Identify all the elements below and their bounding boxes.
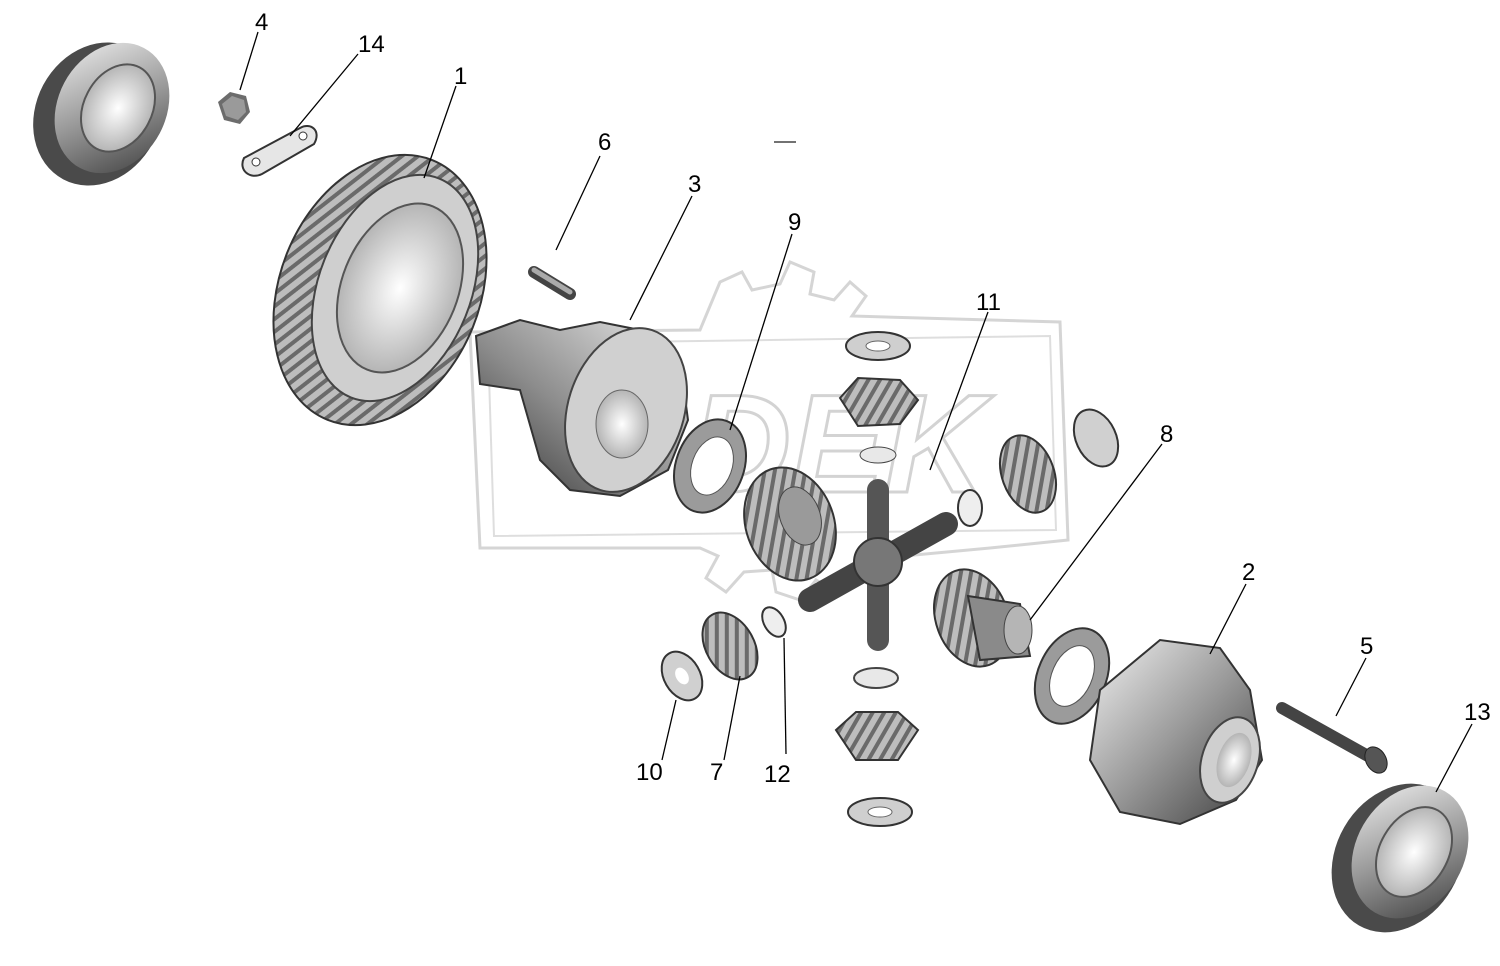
thrust-washer-9: [673, 418, 747, 514]
ring-12: [761, 606, 787, 638]
callout-14: 14: [358, 31, 385, 58]
spacer-ring: [957, 489, 983, 527]
callout-10: 10: [636, 759, 663, 786]
satellite-gear-right: [998, 434, 1058, 514]
bolt: [1276, 702, 1388, 774]
callout-1: 1: [454, 63, 467, 90]
callout-3: 3: [688, 171, 701, 198]
callout-9: 9: [788, 209, 801, 236]
leader-lines: [239, 31, 1473, 793]
callout-7: 7: [710, 759, 723, 786]
callout-11: 11: [976, 289, 1001, 316]
callout-8: 8: [1160, 421, 1173, 448]
washer-bottom-small: [853, 667, 899, 689]
washer-right: [1072, 408, 1120, 468]
lock-plate: [241, 125, 318, 177]
bearing-right: [1331, 783, 1469, 933]
callout-5: 5: [1360, 633, 1373, 660]
satellite-gear-bottom: [834, 711, 920, 761]
housing-half-right: [1088, 638, 1264, 826]
nut: [218, 92, 250, 124]
callout-2: 2: [1242, 559, 1255, 586]
satellite-gear-7: [701, 611, 759, 681]
side-gear-right: [933, 568, 1033, 668]
satellite-gear-top: [838, 376, 920, 464]
callout-12: 12: [764, 761, 791, 788]
housing-half-left: [474, 318, 690, 498]
callout-4: 4: [255, 9, 268, 36]
callout-labels: 4 14 1 6 3 9 11 8 2 5 13 10 7 12: [255, 9, 1491, 788]
callout-6: 6: [598, 129, 611, 156]
pin: [528, 266, 576, 300]
callout-13: 13: [1464, 699, 1491, 726]
spider-cross: [798, 479, 958, 651]
washer-10: [660, 650, 704, 702]
bearing-left: [33, 42, 170, 186]
thrust-washer-right: [1033, 627, 1111, 725]
ring-gear: [272, 153, 488, 427]
washer-top: [845, 331, 911, 361]
side-gear-left: [743, 466, 837, 582]
washer-bottom: [847, 797, 913, 827]
